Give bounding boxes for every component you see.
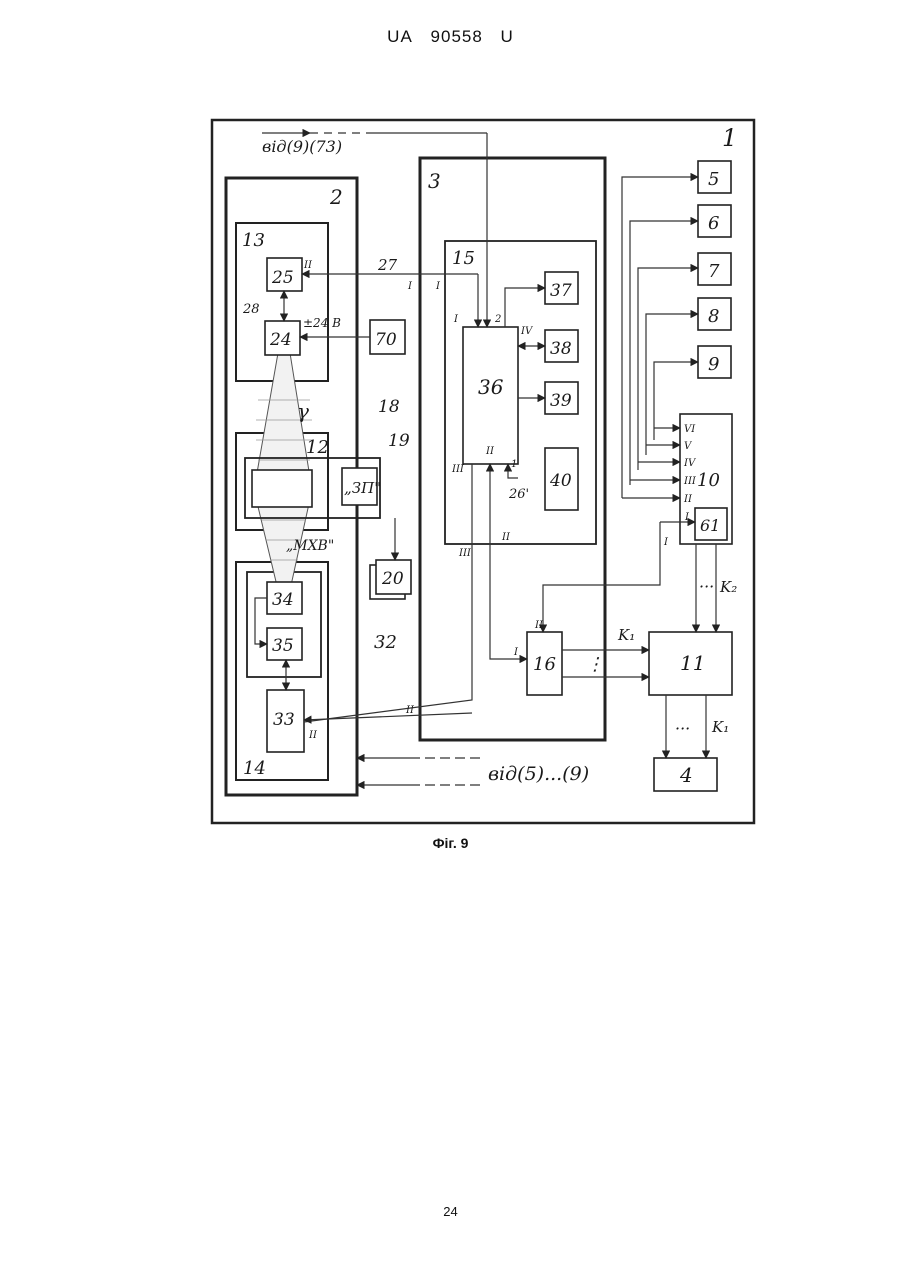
block-11-label: 11 (680, 651, 705, 675)
label-gamma: γ (297, 399, 309, 423)
frame-14-label: 14 (243, 758, 266, 779)
block-4-label: 4 (679, 763, 693, 787)
port-36-2: 2 (494, 314, 501, 325)
block-3P-label: „ЗП" (344, 479, 381, 497)
label-K2: K₂ (719, 578, 737, 596)
block-36-label: 36 (478, 375, 504, 399)
dots-11-4: ··· (675, 719, 690, 738)
block-70-label: 70 (375, 330, 397, 350)
port-36-III: III (451, 464, 465, 475)
port-16-II: II (534, 620, 544, 631)
label-27: 27 (377, 256, 398, 274)
block-9-label: 9 (708, 354, 719, 375)
block-39-label: 39 (550, 391, 572, 411)
frame-2-label: 2 (329, 185, 343, 209)
port-10-VI: VI (684, 424, 696, 435)
label-K1-bottom: K₁ (711, 718, 729, 736)
label-mhv: „МХВ" (286, 538, 334, 554)
block-8-label: 8 (708, 306, 719, 327)
input-top-label: від(9)(73) (262, 137, 342, 156)
block-7-label: 7 (708, 261, 720, 282)
block-6-label: 6 (708, 213, 719, 234)
port-33-II: II (308, 730, 318, 741)
port-10-IV: IV (683, 458, 697, 469)
block-25-label: 25 (271, 268, 294, 288)
frame-10-label: 10 (697, 470, 720, 491)
frame-13-label: 13 (242, 230, 265, 251)
port-I-a: I (407, 281, 413, 292)
block-16-label: 16 (533, 654, 556, 675)
input-bottom-label: від(5)...(9) (488, 763, 589, 785)
block-34-label: 34 (272, 590, 294, 610)
block-5-label: 5 (708, 169, 719, 190)
label-24v: ±24 В (303, 316, 341, 330)
label-28: 28 (242, 302, 260, 317)
page-number: 24 (0, 1204, 901, 1219)
block-18 (252, 470, 312, 507)
block-33-label: 33 (273, 710, 295, 730)
block-61-label: 61 (700, 516, 720, 535)
port-10-II: II (683, 494, 693, 505)
port-36-IV: IV (520, 326, 534, 337)
frame-12-label: 12 (306, 437, 329, 458)
block-38-label: 38 (550, 339, 572, 359)
frame-15-label: 15 (452, 248, 475, 269)
figure-caption: Фіг. 9 (0, 835, 901, 851)
block-37-label: 37 (550, 281, 572, 301)
port-36-I: I (453, 314, 459, 325)
block-40-label: 40 (549, 471, 572, 491)
dots-16-11: ⋮ (586, 654, 604, 675)
block-19-label: 19 (388, 431, 410, 451)
block-24-label: 24 (269, 330, 292, 350)
block-35-label: 35 (272, 636, 294, 656)
port-III-low: III (458, 548, 472, 559)
port-36-II: II (485, 446, 495, 457)
port-I-b: I (435, 281, 441, 292)
frame-3-label: 3 (428, 169, 441, 193)
label-26p: 26' (508, 487, 529, 502)
port-15-II: II (501, 532, 511, 543)
block-20-label: 20 (381, 569, 404, 589)
label-K1-top: K₁ (617, 626, 635, 644)
port-36-1: 1 (511, 459, 517, 470)
dots-10-11: ··· (699, 577, 714, 596)
port-61-I: I (663, 537, 669, 548)
block-18-label: 18 (378, 397, 400, 417)
frame-1-label: 1 (722, 124, 737, 152)
port-25-II: II (303, 260, 313, 271)
port-33-in: II (405, 705, 415, 716)
port-16-I: I (513, 647, 519, 658)
port-10-III: III (683, 476, 697, 487)
block-32-label: 32 (374, 632, 397, 653)
